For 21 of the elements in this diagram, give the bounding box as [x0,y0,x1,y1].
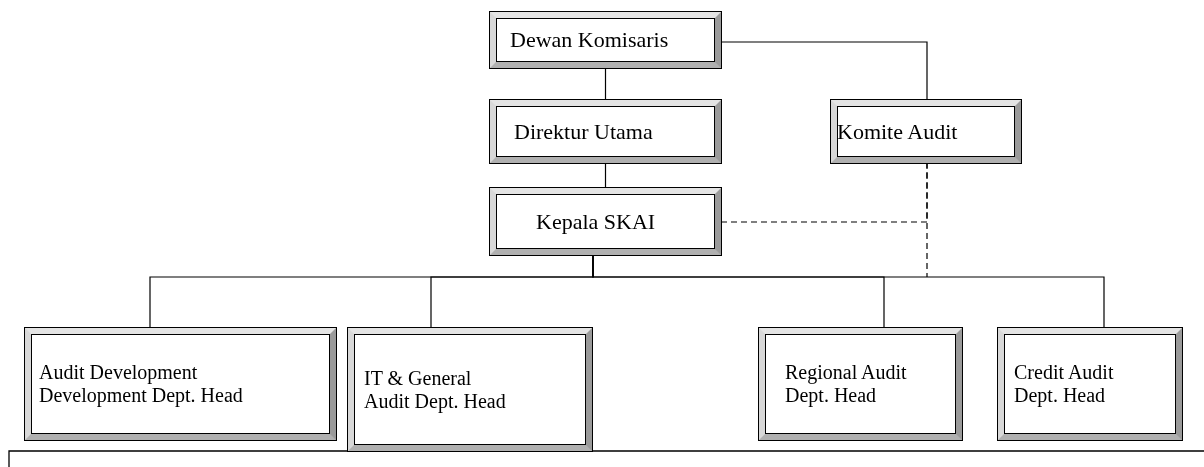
box-label: Regional Audit Dept. Head [785,361,908,407]
box-label: Komite Audit [837,118,958,145]
org-box [998,328,1182,440]
box-label: Credit Audit Dept. Head [1014,361,1115,407]
dashed-connector [926,162,928,278]
org-box [831,100,1021,163]
connector [592,254,1105,329]
box-label: Dewan Komisaris [510,27,669,53]
org-box [490,12,721,68]
box-label: Direktur Utama [514,118,653,145]
connector [604,162,607,189]
box-label: Kepala SKAI [536,208,656,235]
org-box [348,328,592,451]
org-box [490,188,721,255]
box-label: Audit Development Development Dept. Head [39,361,244,407]
connector [720,41,928,101]
box-label: IT & General Audit Dept. Head [364,366,507,413]
org-box [25,328,336,440]
org-box [490,100,721,163]
connector [604,67,607,101]
org-box [759,328,962,440]
